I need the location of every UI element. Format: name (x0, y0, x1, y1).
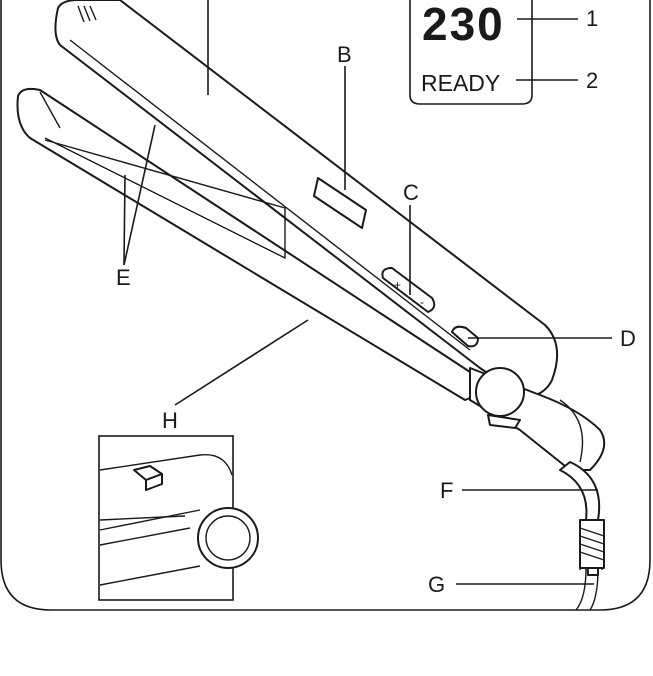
callout-e: E (116, 265, 131, 290)
callout-b: B (337, 42, 352, 67)
temperature-button: + - (381, 267, 436, 313)
callout-f: F (440, 478, 453, 503)
inset-hinge (197, 507, 259, 569)
callout-1: 1 (586, 6, 598, 31)
pivot-hinge (475, 367, 525, 417)
callout-g: G (428, 572, 445, 597)
minus-symbol: - (420, 295, 424, 309)
callout-d: D (620, 326, 636, 351)
plus-symbol: + (394, 278, 401, 292)
callout-2: 2 (586, 68, 598, 93)
power-cord (559, 461, 605, 611)
cord-strain-relief (579, 519, 605, 569)
lcd-screen (313, 177, 367, 229)
display-temperature: 230 (422, 0, 505, 50)
display-panel: 230 READY 1 2 (409, 0, 598, 105)
inset-detail-lock (98, 435, 259, 601)
diagram-frame (0, 0, 651, 611)
handle (469, 367, 606, 471)
callout-c: C (403, 180, 419, 205)
display-status: READY (421, 70, 500, 96)
callout-h: H (162, 408, 178, 433)
